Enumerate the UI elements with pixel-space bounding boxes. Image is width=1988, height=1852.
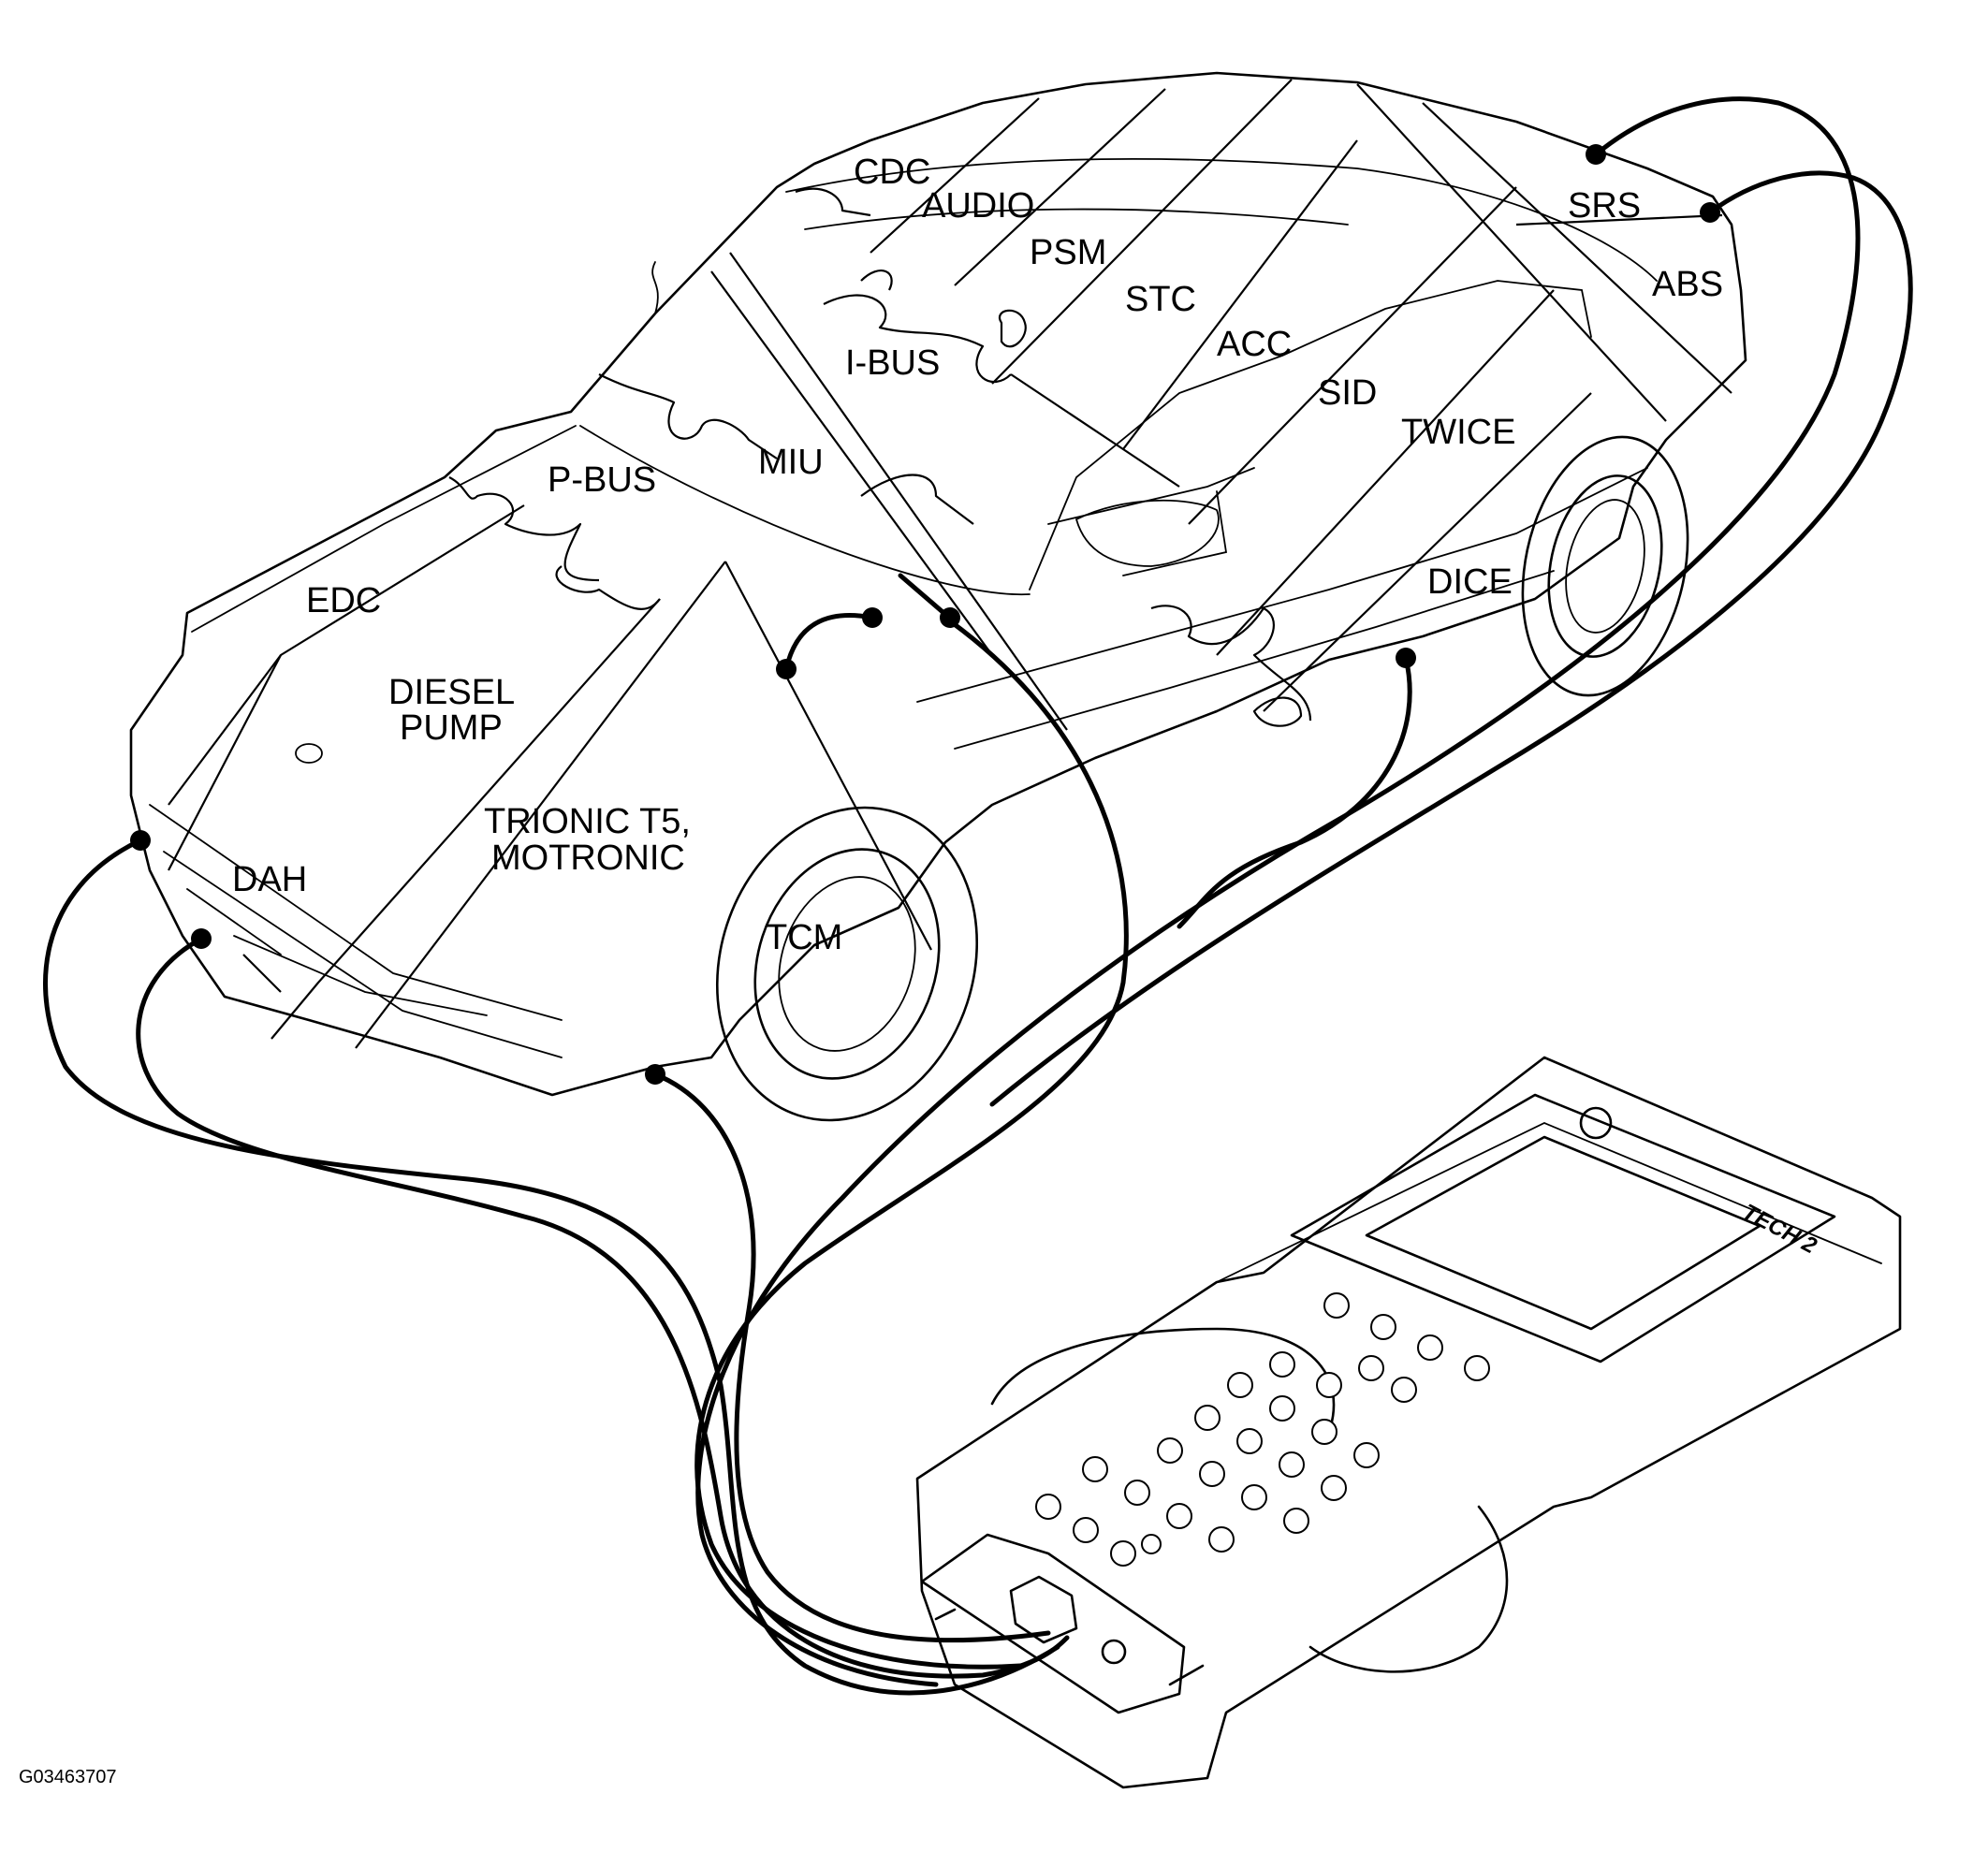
keypad-button[interactable] [1073,1517,1099,1543]
keypad-button[interactable] [1391,1377,1417,1403]
module-label-p-bus: P-BUS [548,460,656,500]
module-label-trionic-line1: TRIONIC T5, [484,802,691,841]
connection-dot [940,607,960,628]
keypad-button[interactable] [1124,1480,1150,1506]
tech2-keypad [1035,1292,1490,1567]
module-zones [168,79,1732,1049]
keypad-button[interactable] [1353,1442,1380,1468]
rear-wheel [1521,435,1689,697]
keypad-button[interactable] [1358,1355,1384,1381]
module-label-stc: STC [1125,280,1196,319]
keypad-button[interactable] [1311,1419,1338,1445]
keypad-button[interactable] [1279,1451,1305,1478]
module-label-dah: DAH [232,860,307,899]
keypad-button[interactable] [1323,1292,1350,1319]
module-label-psm: PSM [1030,233,1106,272]
keypad-button[interactable] [1208,1526,1235,1553]
figure-id: G03463707 [19,1767,117,1787]
module-label-cdc: CDC [854,153,930,192]
module-label-dice: DICE [1427,562,1513,602]
connection-dot [1586,144,1606,165]
module-label-audio: AUDIO [922,186,1034,226]
keypad-button[interactable] [1035,1494,1061,1520]
module-label-srs: SRS [1568,186,1641,226]
module-label-edc: EDC [306,581,381,620]
power-indicator-icon [1579,1106,1613,1140]
module-label-diesel-pump-line2: PUMP [400,708,503,748]
module-labels: CDC AUDIO PSM STC I-BUS ACC SID TWICE SR… [232,153,1723,957]
keypad-button[interactable] [1082,1456,1108,1482]
cable-obd-stub [783,612,875,672]
module-label-sid: SID [1318,373,1377,413]
module-label-miu: MIU [758,443,824,482]
keypad-button[interactable] [1269,1395,1295,1422]
keypad-button[interactable] [1110,1540,1136,1567]
module-label-abs: ABS [1652,265,1723,304]
keypad-button[interactable] [1157,1437,1183,1464]
port-screw-icon [1101,1639,1127,1665]
cable-dice [1177,655,1412,929]
keypad-button[interactable] [1283,1508,1309,1534]
diagnostic-cables [43,96,1913,1696]
connection-dot [1700,202,1720,223]
tech2-body [915,1056,1902,1789]
tech2-scan-tool: TECH 2 [915,1056,1902,1789]
keypad-button[interactable] [1236,1428,1263,1454]
tech2-screen [1365,1135,1761,1331]
module-label-trionic-line2: MOTRONIC [491,839,685,878]
cable-tcm [652,1072,1051,1643]
cable-center [694,615,1129,1670]
keypad-button[interactable] [1141,1534,1162,1554]
keypad-button[interactable] [1370,1314,1396,1340]
module-label-i-bus: I-BUS [845,343,940,383]
keypad-button[interactable] [1241,1484,1267,1510]
connection-dot [776,659,797,679]
connection-dot [862,607,883,628]
module-label-diesel-pump-line1: DIESEL [388,673,515,712]
keypad-button[interactable] [1321,1475,1347,1501]
tech2-connector-end [920,1533,1186,1714]
keypad-button[interactable] [1316,1372,1342,1398]
front-wheel [715,806,979,1122]
module-label-twice: TWICE [1401,413,1515,452]
keypad-button[interactable] [1464,1355,1490,1381]
keypad-button[interactable] [1417,1334,1443,1361]
connection-points [130,144,1720,1085]
keypad-button[interactable] [1199,1461,1225,1487]
dlc-port [1009,1575,1078,1644]
cable-srs-abs [695,96,1861,1687]
cable-front-bumper [136,936,1070,1679]
keypad-button[interactable] [1227,1372,1253,1398]
module-label-acc: ACC [1217,325,1292,364]
car-outline [129,71,1747,1097]
connection-dot [191,928,212,949]
keypad-button[interactable] [1269,1351,1295,1378]
module-label-tcm: TCM [766,918,842,957]
cable-front-left [43,838,1060,1696]
cable-abs-outer [989,170,1913,1107]
connection-dot [130,830,151,851]
connection-dot [1396,648,1416,668]
keypad-button[interactable] [1166,1503,1192,1529]
tech2-screen-bezel [1290,1093,1836,1363]
keypad-button[interactable] [1194,1405,1221,1431]
connection-dot [645,1064,665,1085]
